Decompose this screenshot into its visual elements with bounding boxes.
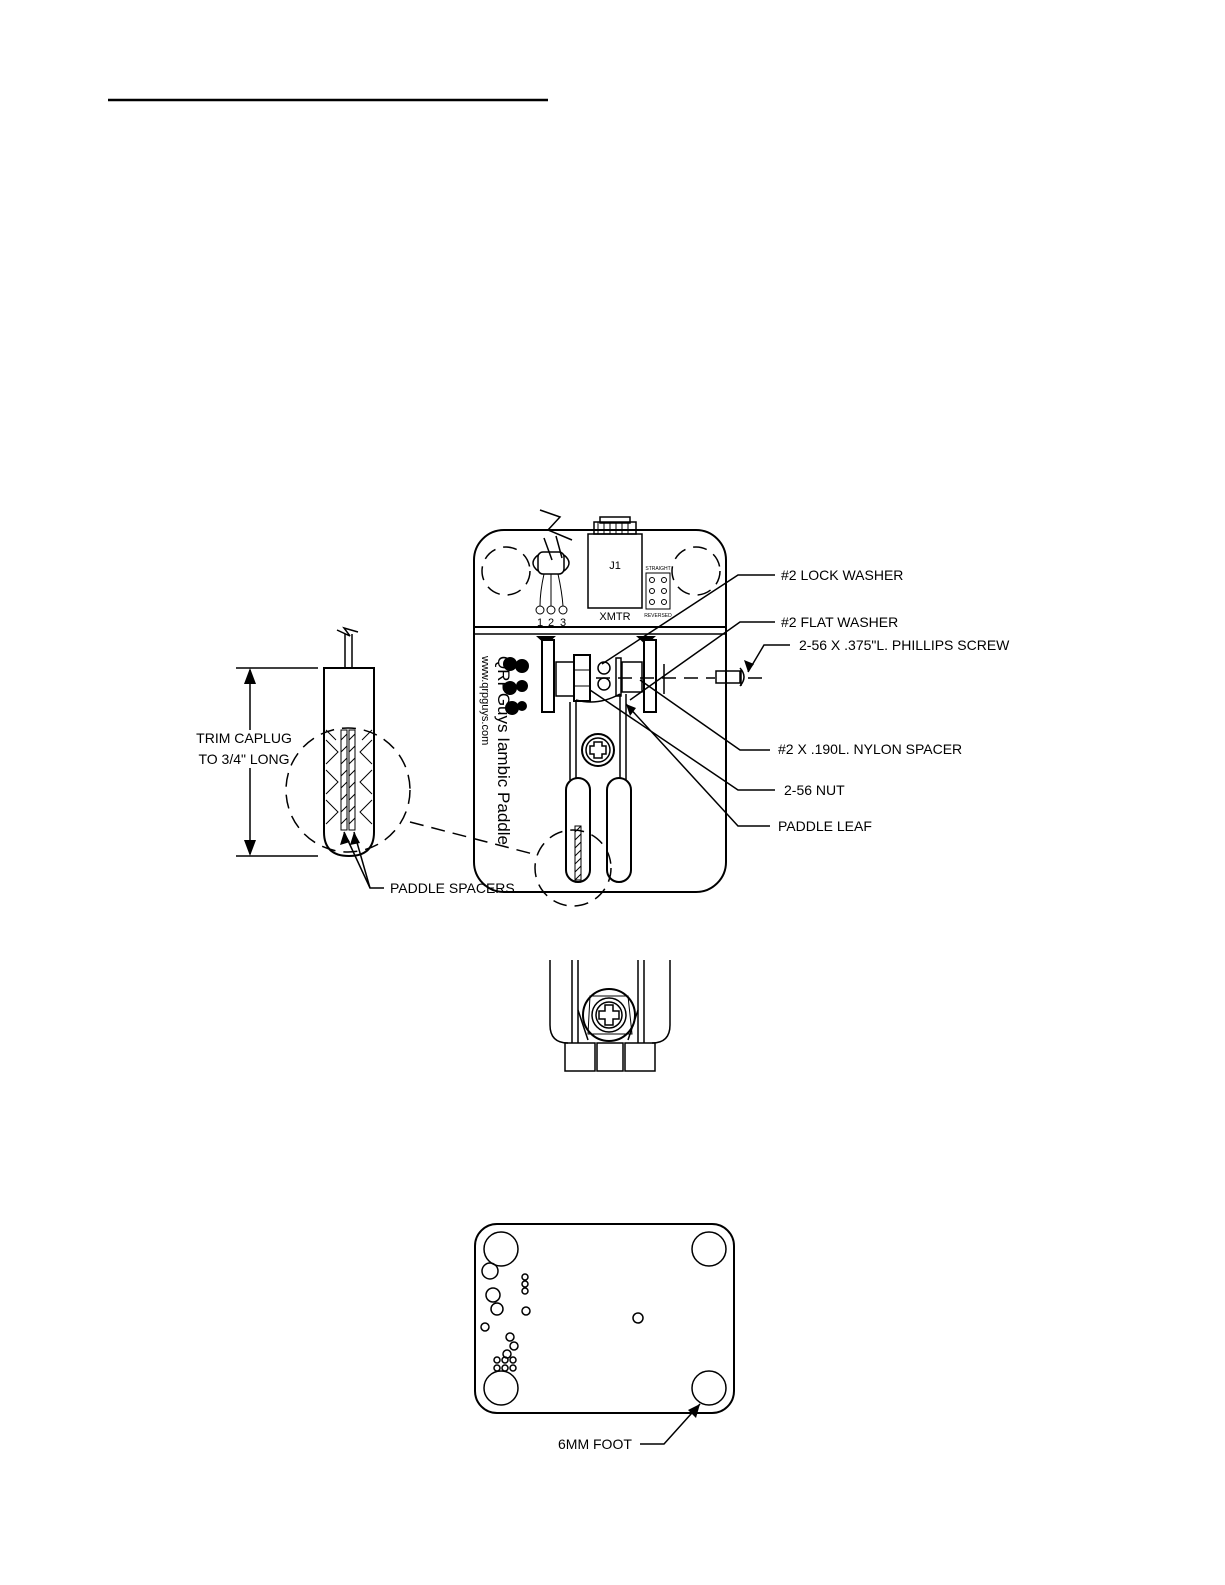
flat-washer-label: #2 FLAT WASHER <box>781 614 898 630</box>
pin-2-label: 2 <box>548 617 554 629</box>
straight-reversed-jumper: STRAIGHT REVERSED <box>644 566 672 619</box>
j1-label: J1 <box>609 560 621 572</box>
mounting-hole-right <box>672 547 720 595</box>
left-spacer <box>556 662 574 696</box>
reversed-label: REVERSED <box>644 613 672 619</box>
right-caplug <box>607 778 631 882</box>
right-post <box>644 640 656 712</box>
foot-bottom-left <box>484 1371 518 1405</box>
screw-closeup-view <box>550 960 670 1071</box>
foot-top-right <box>692 1232 726 1266</box>
pcb-url-text: www.qrpguys.com <box>479 655 491 745</box>
phillips-screw-label: 2-56 X .375"L. PHILLIPS SCREW <box>799 637 1010 653</box>
foot-top-left <box>484 1232 518 1266</box>
nylon-spacer-part <box>622 662 642 692</box>
pin-3-label: 3 <box>560 617 566 629</box>
phillips-head-icon-closeup <box>599 1005 619 1025</box>
left-post <box>542 640 554 712</box>
lock-washer-label: #2 LOCK WASHER <box>781 567 903 583</box>
trim-caplug-label-line1: TRIM CAPLUG <box>196 730 292 746</box>
nylon-spacer-label: #2 X .190L. NYLON SPACER <box>778 741 962 757</box>
paddle-leaf-edge <box>616 658 621 696</box>
foot-bottom-right <box>692 1371 726 1405</box>
nut-top-view <box>574 655 590 701</box>
straight-label: STRAIGHT <box>645 566 670 572</box>
xmtr-label: XMTR <box>599 611 630 623</box>
mounting-hole-left <box>482 547 530 595</box>
nut-label: 2-56 NUT <box>784 782 845 798</box>
pcb-top-view: J1 XMTR 1 2 3 ST <box>474 510 762 906</box>
phillips-head-icon <box>590 742 606 758</box>
trim-caplug-label-line2: TO 3/4" LONG <box>198 751 289 767</box>
pcb-bottom-view <box>475 1224 734 1444</box>
paddle-leaf-label: PADDLE LEAF <box>778 818 872 834</box>
cable: 1 2 3 <box>533 510 572 629</box>
lock-washer-part <box>598 662 610 674</box>
pin-1-label: 1 <box>537 617 543 629</box>
qrpguys-logo <box>503 657 529 715</box>
foot-label: 6MM FOOT <box>558 1436 632 1452</box>
paddle-spacers-label: PADDLE SPACERS <box>390 880 515 896</box>
jack-knob <box>594 522 636 534</box>
